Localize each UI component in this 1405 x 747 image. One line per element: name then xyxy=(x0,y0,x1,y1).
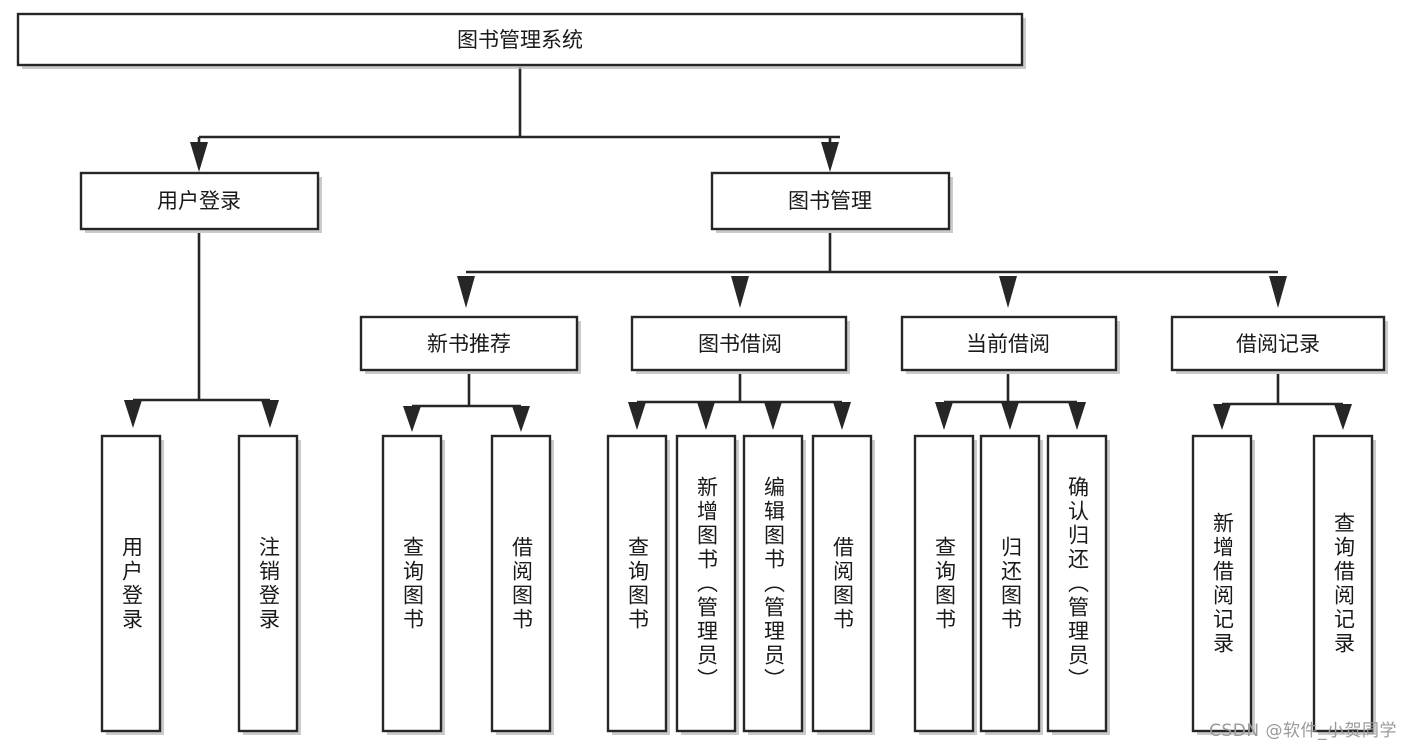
leaf-box-user-login-1[interactable] xyxy=(237,434,299,733)
leaf-box-book-borrow-1[interactable] xyxy=(675,434,737,733)
node-new-book-recommend-label: 新书推荐 xyxy=(427,332,511,356)
node-book-manage[interactable]: 图书管理 xyxy=(710,171,953,233)
leaf-label-user-login-1: 注销登录 xyxy=(256,535,281,632)
leaf-label-book-borrow-0: 查询图书 xyxy=(625,535,650,632)
arrow-to-leaf-user-login xyxy=(124,400,142,428)
connectors-userlogin-to-leaves xyxy=(124,233,279,428)
arrow-bookborrow-leaf-2 xyxy=(697,402,715,430)
leaf-boxes-user-login xyxy=(100,434,301,735)
arrow-currentborrow-leaf-3 xyxy=(1068,402,1086,430)
connectors-bookborrow-to-leaves xyxy=(628,374,851,430)
arrow-bookborrow-leaf-3 xyxy=(764,402,782,430)
leaf-box-user-login-0[interactable] xyxy=(100,434,162,733)
leaf-boxes-new-book-recommend xyxy=(381,434,554,735)
arrow-currentborrow-leaf-2 xyxy=(1001,402,1019,430)
leaf-box-current-borrow-2[interactable] xyxy=(1046,434,1108,733)
arrow-bookborrow-leaf-1 xyxy=(628,402,646,430)
leaf-label-borrow-record-1: 查询借阅记录 xyxy=(1331,511,1356,656)
leaf-box-book-borrow-2[interactable] xyxy=(742,434,804,733)
arrow-to-new-book xyxy=(457,276,475,308)
node-root-label: 图书管理系统 xyxy=(457,28,583,52)
leaf-box-current-borrow-1[interactable] xyxy=(979,434,1041,733)
node-book-manage-label: 图书管理 xyxy=(788,189,872,213)
leaf-box-borrow-record-0[interactable] xyxy=(1191,434,1253,733)
connectors-root-to-level2 xyxy=(190,67,840,172)
leaf-label-current-borrow-0: 查询图书 xyxy=(932,535,957,632)
leaf-box-new-book-1[interactable] xyxy=(490,434,552,733)
leaf-box-book-borrow-0[interactable] xyxy=(606,434,668,733)
leaf-box-book-borrow-3[interactable] xyxy=(811,434,873,733)
connectors-currentborrow-to-leaves xyxy=(935,374,1086,430)
leaf-boxes-current-borrow xyxy=(913,434,1110,735)
leaf-box-new-book-0[interactable] xyxy=(381,434,443,733)
leaf-label-book-borrow-2: 编辑图书（管理员） xyxy=(761,475,786,692)
node-root[interactable]: 图书管理系统 xyxy=(16,12,1026,69)
leaf-boxes-borrow-record xyxy=(1191,434,1376,735)
leaf-label-book-borrow-3: 借阅图书 xyxy=(830,535,855,632)
arrow-to-user-login xyxy=(190,142,208,172)
arrow-to-book-manage xyxy=(821,142,839,172)
arrow-newbook-leaf-2 xyxy=(512,406,530,432)
leaf-labels: 用户登录 注销登录 查询图书 借阅图书 查询图书 xyxy=(119,475,1356,692)
arrow-to-book-borrow xyxy=(731,276,749,308)
node-current-borrow-label: 当前借阅 xyxy=(966,332,1050,356)
arrow-currentborrow-leaf-1 xyxy=(935,402,953,430)
leaf-label-book-borrow-1: 新增图书（管理员） xyxy=(694,475,719,692)
arrow-bookborrow-leaf-4 xyxy=(833,402,851,430)
node-current-borrow[interactable]: 当前借阅 xyxy=(900,315,1120,374)
node-user-login[interactable]: 用户登录 xyxy=(79,171,322,233)
leaf-label-current-borrow-2: 确认归还（管理员） xyxy=(1065,475,1090,692)
leaf-box-borrow-record-1[interactable] xyxy=(1312,434,1374,733)
leaf-label-new-book-1: 借阅图书 xyxy=(509,535,534,632)
arrow-to-borrow-record xyxy=(1269,276,1287,308)
arrow-newbook-leaf-1 xyxy=(403,406,421,432)
connectors-borrowrecord-to-leaves xyxy=(1213,374,1352,430)
node-borrow-record-label: 借阅记录 xyxy=(1236,332,1320,356)
arrow-borrowrecord-leaf-2 xyxy=(1334,404,1352,430)
leaf-label-current-borrow-1: 归还图书 xyxy=(998,535,1023,632)
node-new-book-recommend[interactable]: 新书推荐 xyxy=(359,315,581,374)
node-book-borrow[interactable]: 图书借阅 xyxy=(630,315,850,374)
arrow-to-leaf-logout xyxy=(261,400,279,428)
node-user-login-label: 用户登录 xyxy=(157,189,241,213)
node-book-borrow-label: 图书借阅 xyxy=(698,332,782,356)
connectors-newbook-to-leaves xyxy=(403,374,530,432)
leaf-label-user-login-0: 用户登录 xyxy=(119,535,144,632)
connectors-bookmanage-to-level3 xyxy=(457,233,1287,308)
leaf-label-borrow-record-0: 新增借阅记录 xyxy=(1210,511,1235,656)
arrow-to-current-borrow xyxy=(999,276,1017,308)
node-borrow-record[interactable]: 借阅记录 xyxy=(1170,315,1388,374)
leaf-boxes-book-borrow xyxy=(606,434,875,735)
leaf-box-current-borrow-0[interactable] xyxy=(913,434,975,733)
leaf-label-new-book-0: 查询图书 xyxy=(400,535,425,632)
arrow-borrowrecord-leaf-1 xyxy=(1213,404,1231,430)
